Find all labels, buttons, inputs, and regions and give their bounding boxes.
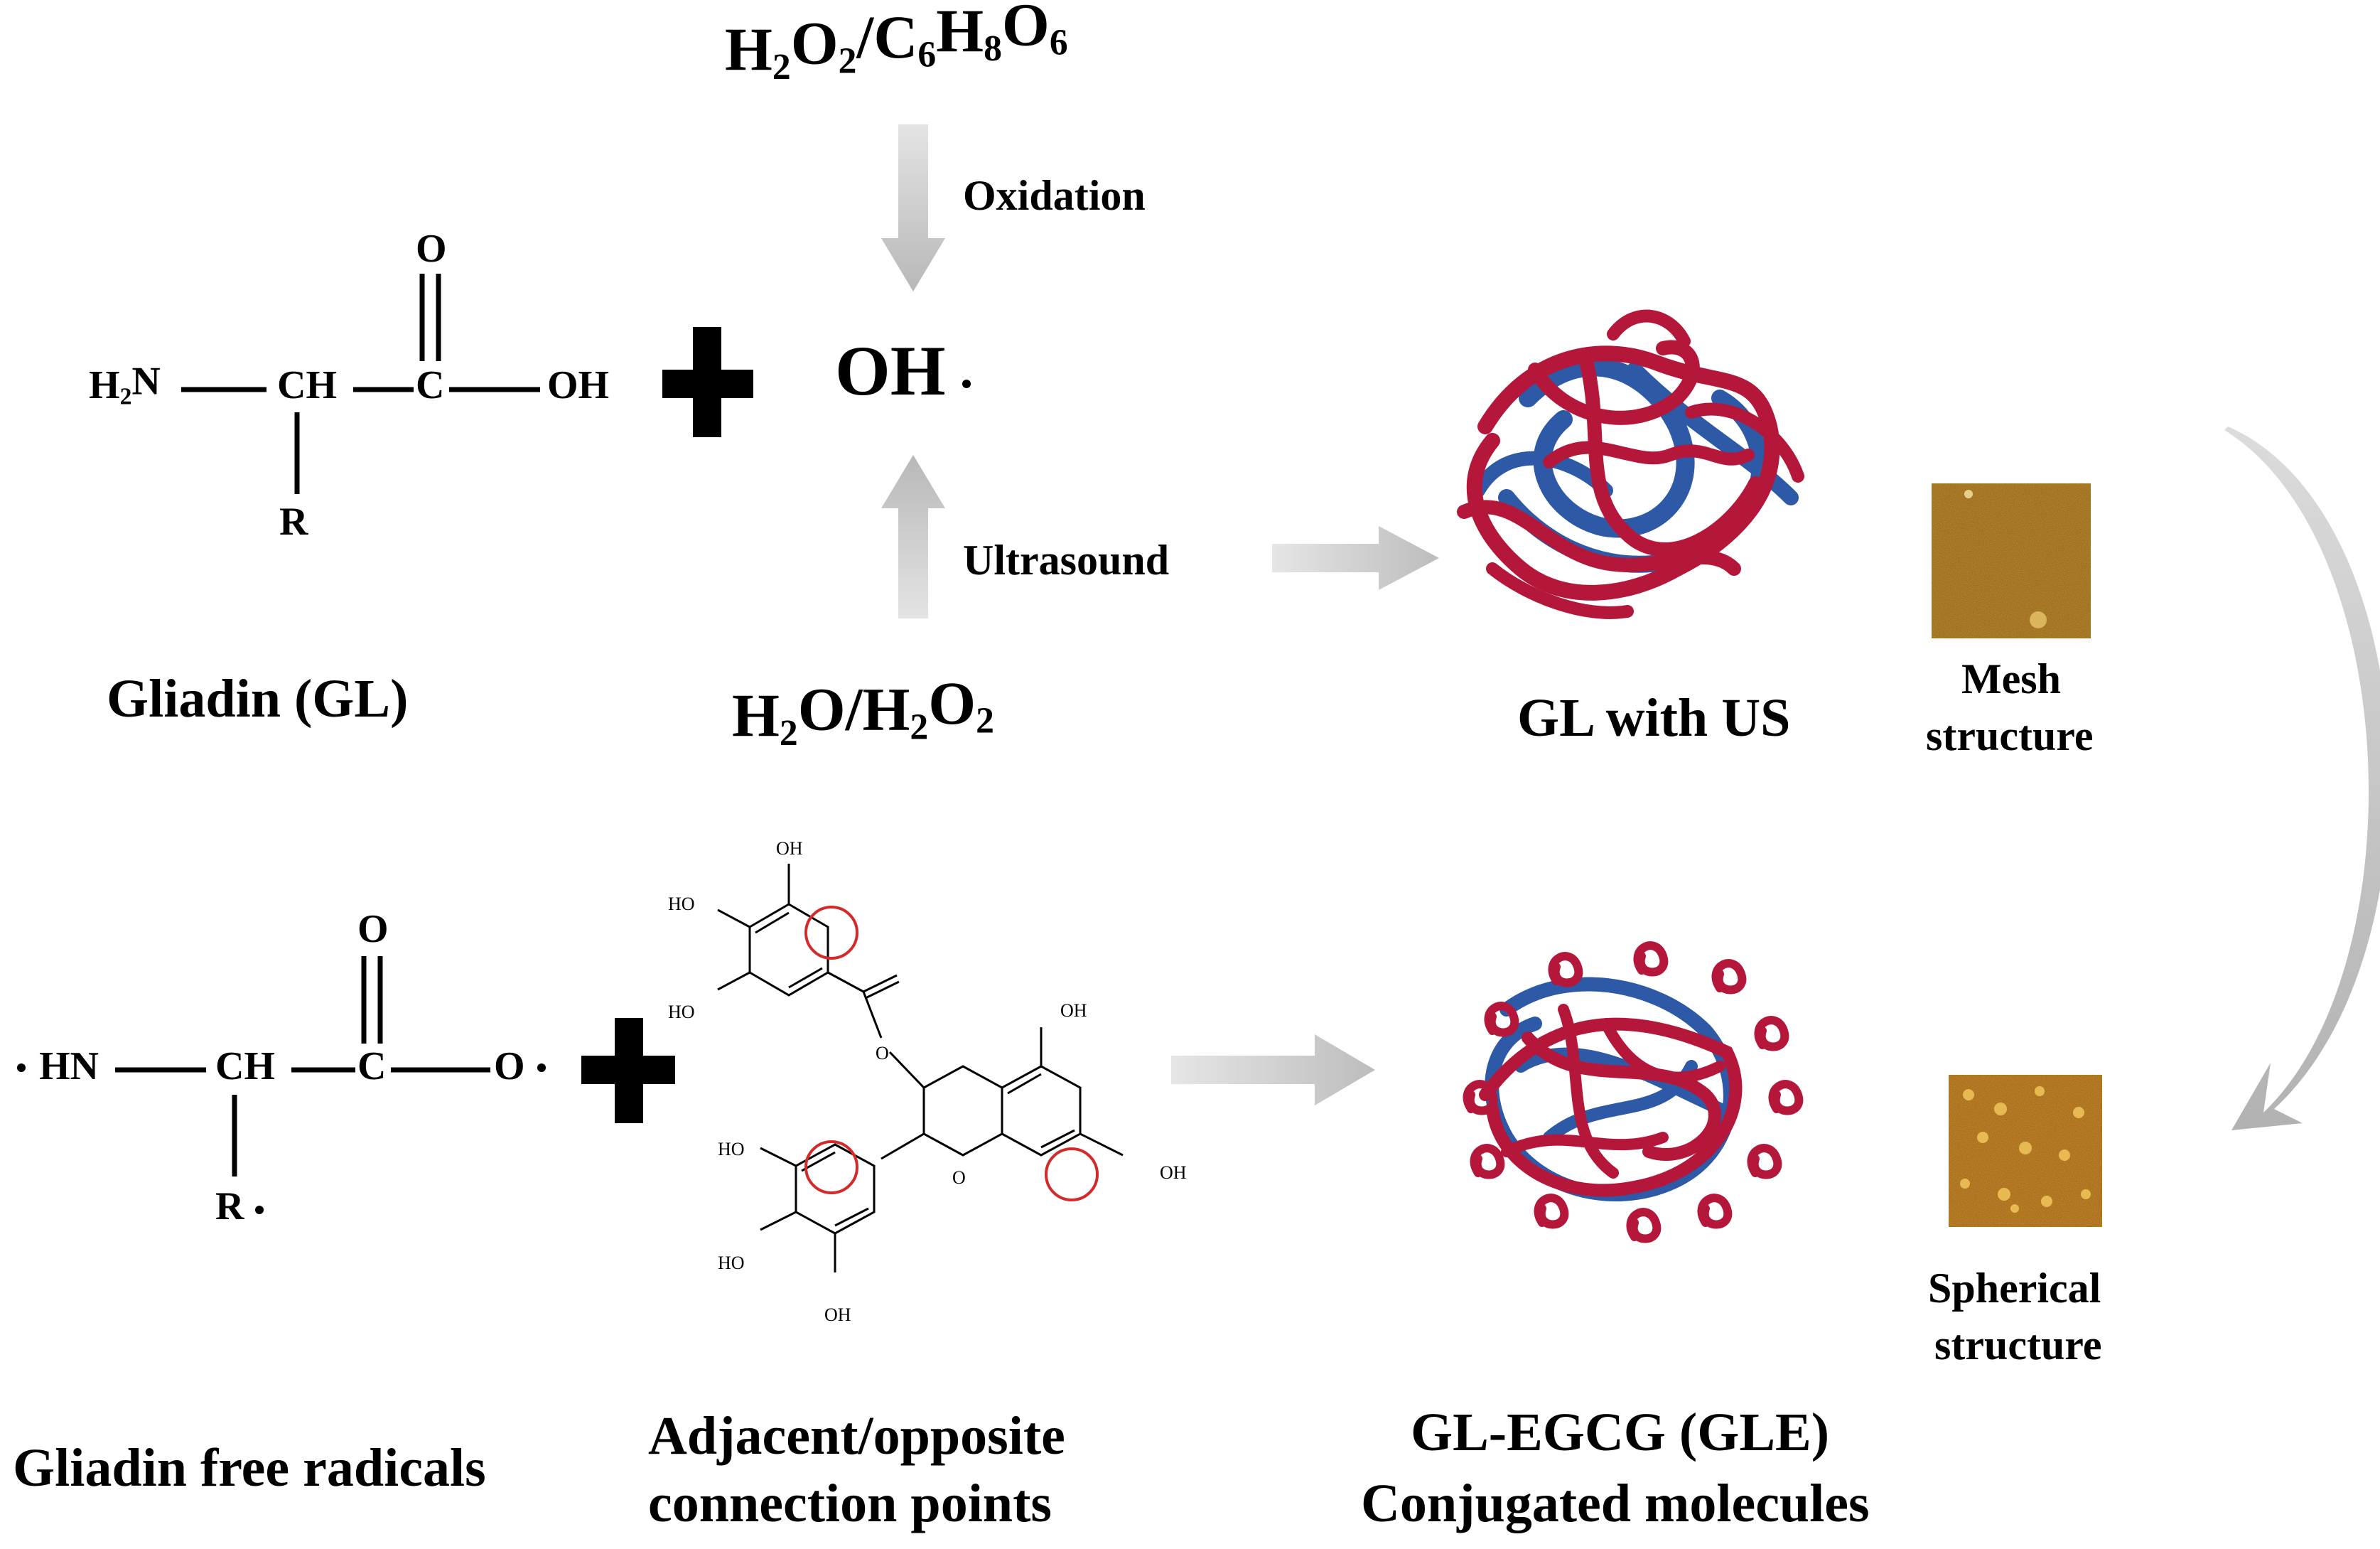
egcg-caption-line1: Adjacent/opposite (648, 1406, 1065, 1466)
plus-sign-bottom (581, 1018, 675, 1123)
hydroxyl-radical: OH (835, 331, 946, 410)
plus-sign-top (662, 327, 753, 437)
egcg-ho-3: HO (718, 1139, 745, 1159)
radical-ch: CH (215, 1044, 275, 1088)
radical-carbon: C (357, 1044, 386, 1088)
radical-oxygen: O (494, 1044, 525, 1088)
radical-side-chain: R (215, 1184, 244, 1228)
curved-transition-arrow (2224, 427, 2380, 1130)
mesh-label-line1: Mesh (1961, 655, 2061, 702)
egcg-ho-1: HO (668, 894, 695, 914)
gle-conjugate-ribbon (1479, 977, 1743, 1201)
radical-structure: HN CH C O O R (17, 907, 546, 1228)
egcg-oh-4: OH (824, 1304, 851, 1325)
radical-dot (962, 380, 971, 388)
gle-caption-line2: Conjugated molecules (1361, 1474, 1870, 1533)
connection-point-1 (804, 906, 858, 960)
spherical-label-line1: Spherical (1928, 1265, 2101, 1312)
gl-us-protein-ribbon (1457, 309, 1804, 619)
egcg-oh-3: OH (1160, 1162, 1187, 1183)
ultrasound-label: Ultrasound (963, 537, 1169, 584)
egcg-oh-1: OH (776, 838, 803, 859)
egcg-o-ring: O (952, 1167, 966, 1188)
egcg-structure: OH HO HO O OH OH O HO HO OH (668, 838, 1187, 1325)
gle-egcg-knots (1463, 941, 1804, 1243)
mesh-afm-image (1932, 483, 2091, 638)
egcg-ho-4: HO (718, 1253, 745, 1273)
radical-caption: Gliadin free radicals (13, 1438, 486, 1498)
ultrasound-arrow (881, 455, 945, 618)
amino-group: H2​N (89, 359, 161, 409)
hydroxyl-group: OH (547, 363, 609, 407)
connection-point-3 (1045, 1147, 1099, 1201)
oxidation-label: Oxidation (963, 172, 1146, 219)
alpha-carbon: CH (277, 363, 337, 407)
oxidation-arrow (881, 124, 945, 291)
top-formula: H2​O2​/C6​H8​O6​ (725, 0, 1068, 87)
bottom-formula: H2​O/H2​O2​ (732, 669, 994, 754)
radical-hn: HN (39, 1044, 99, 1088)
gl-us-caption: GL with US (1517, 688, 1790, 748)
radical-carbonyl-oxygen: O (357, 907, 389, 951)
gliadin-structure: H2​N CH C O OH R (89, 227, 609, 544)
egcg-o-ester: O (876, 1043, 889, 1063)
spherical-afm-image (1949, 1075, 2102, 1227)
egcg-ho-2: HO (668, 1002, 695, 1022)
mesh-label-line2: structure (1926, 712, 2094, 759)
gliadin-caption: Gliadin (GL) (107, 669, 408, 729)
arrow-to-gl-us (1272, 526, 1439, 590)
spherical-label-line2: structure (1934, 1322, 2102, 1368)
carbonyl-oxygen: O (416, 227, 447, 271)
connection-point-2 (804, 1140, 858, 1194)
gle-caption-line1: GL-EGCG (GLE) (1411, 1403, 1829, 1462)
arrow-to-gle (1171, 1034, 1375, 1105)
egcg-caption-line2: connection points (648, 1474, 1052, 1533)
egcg-oh-2: OH (1060, 1000, 1087, 1021)
side-chain: R (279, 500, 308, 544)
carbonyl-carbon: C (416, 363, 444, 407)
